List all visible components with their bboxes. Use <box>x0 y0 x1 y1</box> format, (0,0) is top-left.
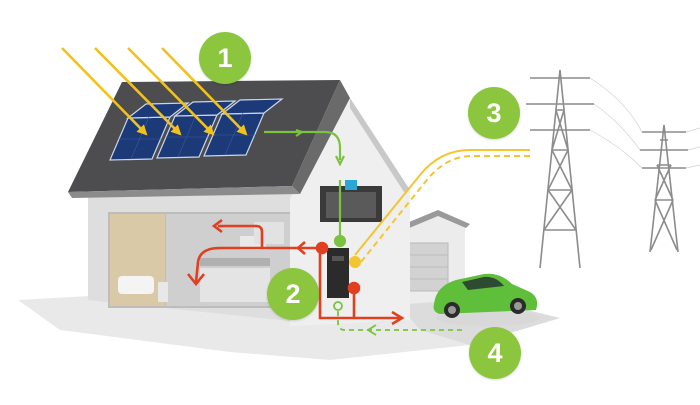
battery-icon <box>327 248 349 298</box>
household-flow-line <box>186 218 405 326</box>
roof <box>68 80 350 198</box>
step-badge-2: 2 <box>267 268 319 320</box>
power-lines <box>589 77 700 169</box>
power-pylon-icon <box>526 69 688 269</box>
electric-car-icon <box>433 273 540 326</box>
step-badge-3: 3 <box>468 87 520 139</box>
monitor-screen <box>345 180 357 190</box>
grid-connection-line <box>349 149 530 268</box>
grid-return-line <box>333 301 462 336</box>
sun-rays-icon <box>61 47 248 136</box>
solar-flow-line <box>264 129 347 248</box>
step-badge-1: 1 <box>199 32 251 84</box>
step-badge-4: 4 <box>469 327 521 379</box>
